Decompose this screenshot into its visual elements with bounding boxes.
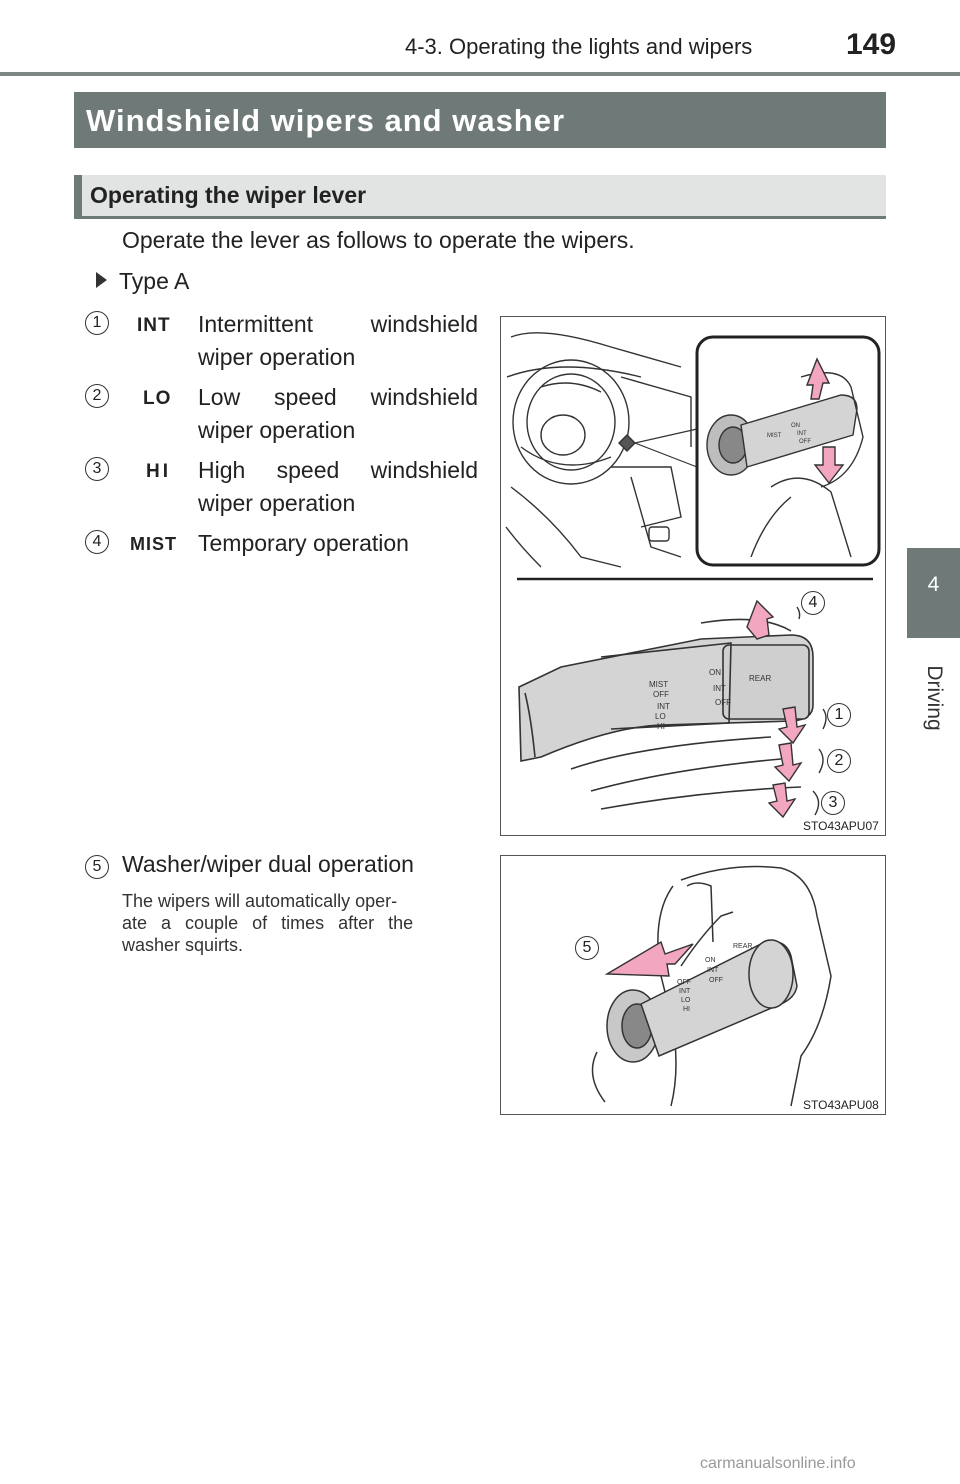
item-1-text: Intermittent windshield wiper operation — [198, 311, 478, 370]
mist-glyph: MIST — [130, 534, 177, 554]
wiper-lever-figure-1: MIST ON INT OFF MIST OFF INT LO HI ON INT O… — [500, 316, 886, 836]
svg-text:ON: ON — [705, 957, 716, 964]
callout-5: 5 — [575, 936, 599, 960]
svg-text:INT: INT — [657, 702, 670, 711]
triangle-bullet-icon — [96, 272, 107, 288]
item-5-description: The wipers will automatically oper- ate … — [122, 890, 478, 956]
subsection-title: Operating the wiper lever — [90, 182, 367, 208]
item-number-3: 3 — [85, 457, 109, 481]
item-number-5: 5 — [85, 855, 109, 879]
item-5-description-line-2: ate a couple of times after the — [122, 913, 414, 933]
subsection-title-bar: Operating the wiper lever — [74, 175, 886, 219]
watermark: carmanualsonline.info — [700, 1455, 856, 1472]
svg-text:OFF: OFF — [709, 977, 723, 984]
svg-text:LO: LO — [681, 997, 691, 1004]
item-number-4: 4 — [85, 530, 109, 554]
callout-2: 2 — [827, 749, 851, 773]
item-3-text: High speed windshield wiper operation — [198, 457, 478, 516]
page-number: 149 — [846, 28, 897, 61]
svg-text:INT: INT — [679, 988, 691, 995]
item-4-text: Temporary operation — [198, 530, 409, 556]
svg-text:MIST: MIST — [767, 433, 782, 439]
svg-text:INT: INT — [713, 684, 726, 693]
chapter-tab — [907, 548, 960, 638]
svg-text:INT: INT — [707, 967, 719, 974]
section-title-bar: Windshield wipers and washer — [74, 92, 886, 148]
item-5-text: Washer/wiper dual operation — [122, 851, 414, 877]
type-label: Type A — [96, 268, 189, 295]
wiper-lever-illustration-2: OFF INT LO HI ON INT OFF REAR — [591, 865, 832, 1107]
chapter-tab-number: 4 — [927, 573, 940, 596]
callout-1: 1 — [827, 703, 851, 727]
header-divider — [0, 72, 960, 76]
hi-glyph: HI — [146, 461, 171, 482]
lo-glyph: LO — [143, 388, 172, 409]
svg-text:OFF: OFF — [677, 979, 691, 986]
figure-code-2: STO43APU08 — [803, 1098, 879, 1112]
svg-text:ON: ON — [791, 423, 800, 429]
int-glyph: INT — [137, 315, 171, 336]
svg-text:REAR: REAR — [749, 674, 771, 683]
item-2-text: Low speed windshield wiper operation — [198, 384, 478, 443]
svg-text:LO: LO — [655, 712, 666, 721]
figure-code-1: STO43APU07 — [803, 819, 879, 833]
svg-text:OFF: OFF — [653, 690, 669, 699]
item-5-description-line-3: washer squirts. — [122, 935, 244, 955]
svg-text:REAR: REAR — [733, 943, 752, 950]
intro-text: Operate the lever as follows to operate … — [122, 227, 635, 253]
wiper-lever-figure-2: OFF INT LO HI ON INT OFF REAR 5 STO43APU08 — [500, 855, 886, 1115]
svg-text:HI: HI — [657, 722, 665, 731]
item-number-2: 2 — [85, 384, 109, 408]
item-5-description-line-1: The wipers will automatically oper- — [122, 891, 398, 911]
svg-text:HI: HI — [683, 1006, 690, 1013]
svg-text:MIST: MIST — [649, 680, 668, 689]
header-section-title: 4-3. Operating the lights and wipers — [405, 34, 753, 59]
subsection-accent — [74, 175, 82, 216]
section-title: Windshield wipers and washer — [86, 103, 566, 138]
svg-text:ON: ON — [709, 668, 721, 677]
type-label-text: Type A — [119, 268, 190, 294]
chapter-tab-label-wrap: Driving — [907, 648, 960, 748]
svg-text:INT: INT — [797, 431, 807, 437]
item-number-1: 1 — [85, 311, 109, 335]
chapter-tab-label: Driving — [922, 665, 946, 731]
callout-3: 3 — [821, 791, 845, 815]
svg-text:OFF: OFF — [799, 439, 811, 445]
callout-4: 4 — [801, 591, 825, 615]
svg-text:OFF: OFF — [715, 698, 731, 707]
wiper-lever-illustration-1: MIST ON INT OFF MIST OFF INT LO HI ON INT O… — [505, 332, 881, 819]
